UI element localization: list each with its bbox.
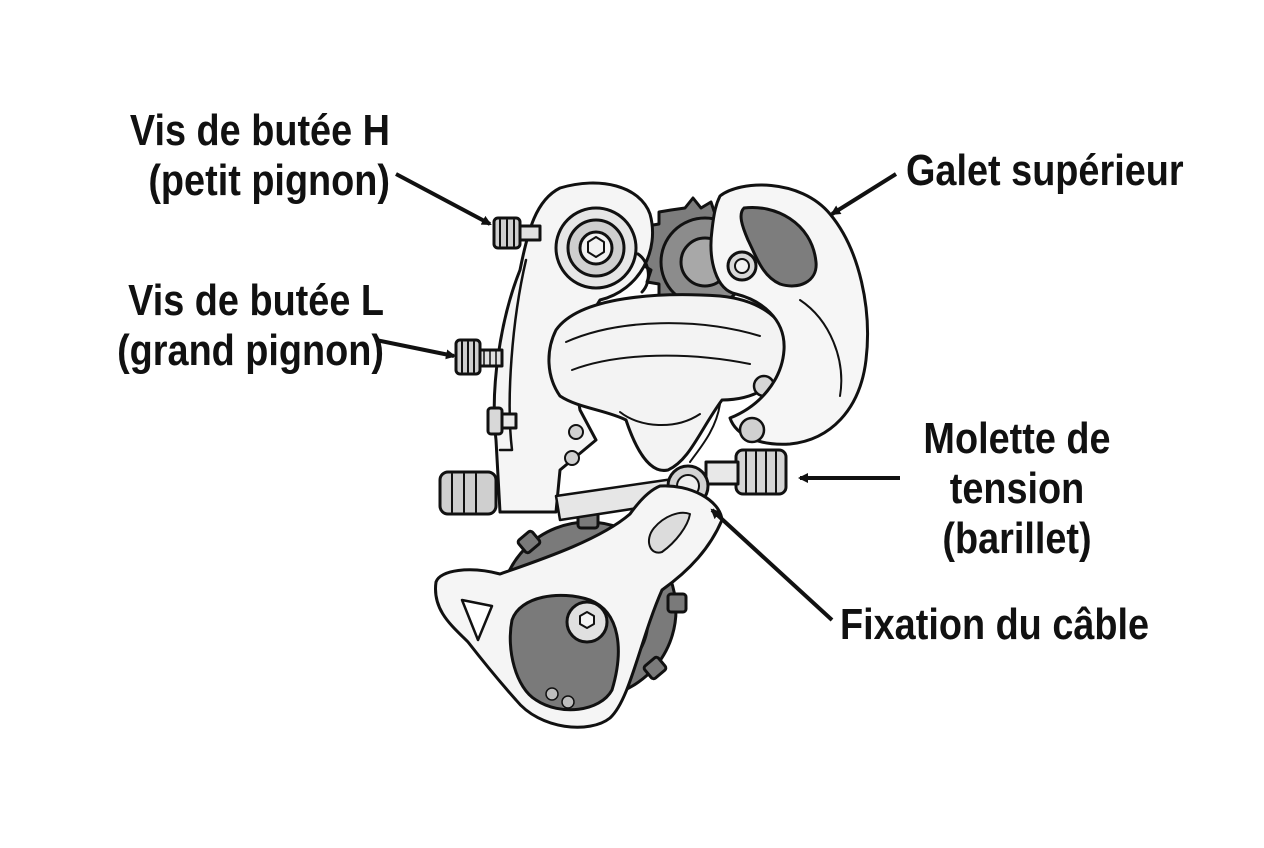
label-h-line1: Vis de butée H — [129, 106, 390, 155]
arrow-h-screw — [395, 172, 492, 226]
label-h-line2: (petit pignon) — [148, 156, 390, 205]
label-l-limit-screw: Vis de butée L (grand pignon) — [74, 276, 384, 376]
b-tension-screw — [486, 406, 518, 436]
arrow-l-screw — [375, 338, 456, 360]
label-fixation-line1: Fixation du câble — [840, 600, 1150, 649]
upper-cage-plate — [709, 183, 869, 446]
label-molette-line1: Molette de — [923, 414, 1111, 463]
label-h-limit-screw: Vis de butée H (petit pignon) — [106, 106, 390, 206]
label-barrel-adjuster: Molette de tension (barillet) — [910, 414, 1125, 564]
arrow-fixation — [710, 508, 834, 622]
l-limit-screw — [454, 338, 504, 376]
label-l-line1: Vis de butée L — [128, 276, 384, 325]
arrow-galet — [830, 172, 898, 216]
label-galet-line1: Galet supérieur — [906, 146, 1184, 195]
lower-cage-plate — [434, 484, 724, 729]
pivot-bolt — [438, 470, 498, 516]
label-l-line2: (grand pignon) — [117, 326, 384, 375]
label-upper-jockey: Galet supérieur — [906, 146, 1184, 196]
label-molette-line2: tension — [949, 464, 1085, 513]
label-molette-line3: (barillet) — [942, 514, 1092, 563]
leader-lines — [375, 172, 900, 622]
h-limit-screw — [492, 216, 542, 250]
parallelogram-link — [547, 293, 790, 472]
barrel-adjuster — [704, 448, 788, 496]
label-cable-anchor: Fixation du câble — [840, 600, 1149, 650]
